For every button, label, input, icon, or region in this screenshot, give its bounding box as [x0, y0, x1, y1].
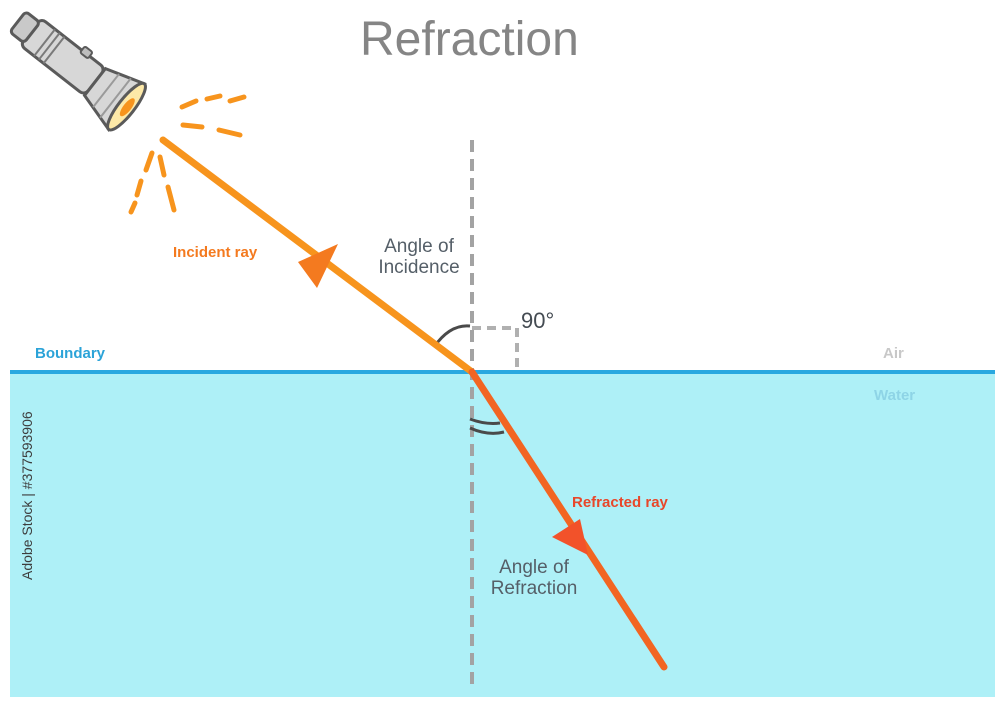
air-label: Air	[883, 345, 904, 362]
stock-credit: Adobe Stock | #377593906	[19, 411, 35, 580]
refracted-ray-arrow	[552, 519, 588, 555]
right-angle-label: 90°	[521, 308, 555, 333]
water-label: Water	[874, 387, 916, 404]
angle-of-incidence-line2: Incidence	[378, 256, 460, 278]
angle-of-incidence-label: Angle of Incidence	[355, 236, 483, 279]
angle-of-refraction-line1: Angle of	[499, 557, 569, 578]
refracted-ray	[468, 368, 668, 671]
angle-of-incidence-line1: Angle of	[384, 236, 454, 257]
flashlight-icon	[9, 11, 147, 132]
water-region	[10, 372, 995, 697]
refracted-ray-label: Refracted ray	[572, 494, 668, 511]
angle-of-refraction-label: Angle of Refraction	[470, 557, 598, 600]
boundary-label: Boundary	[35, 345, 106, 362]
right-angle-marker	[472, 326, 519, 372]
diagram-title: Refraction	[360, 13, 579, 66]
incident-ray-label: Incident ray	[173, 244, 258, 261]
refraction-angle-arc-2	[469, 426, 505, 435]
incident-ray-arrow	[298, 244, 338, 288]
refraction-angle-arc-1	[469, 417, 501, 425]
light-burst	[128, 93, 247, 215]
angle-of-refraction-line2: Refraction	[490, 577, 578, 599]
